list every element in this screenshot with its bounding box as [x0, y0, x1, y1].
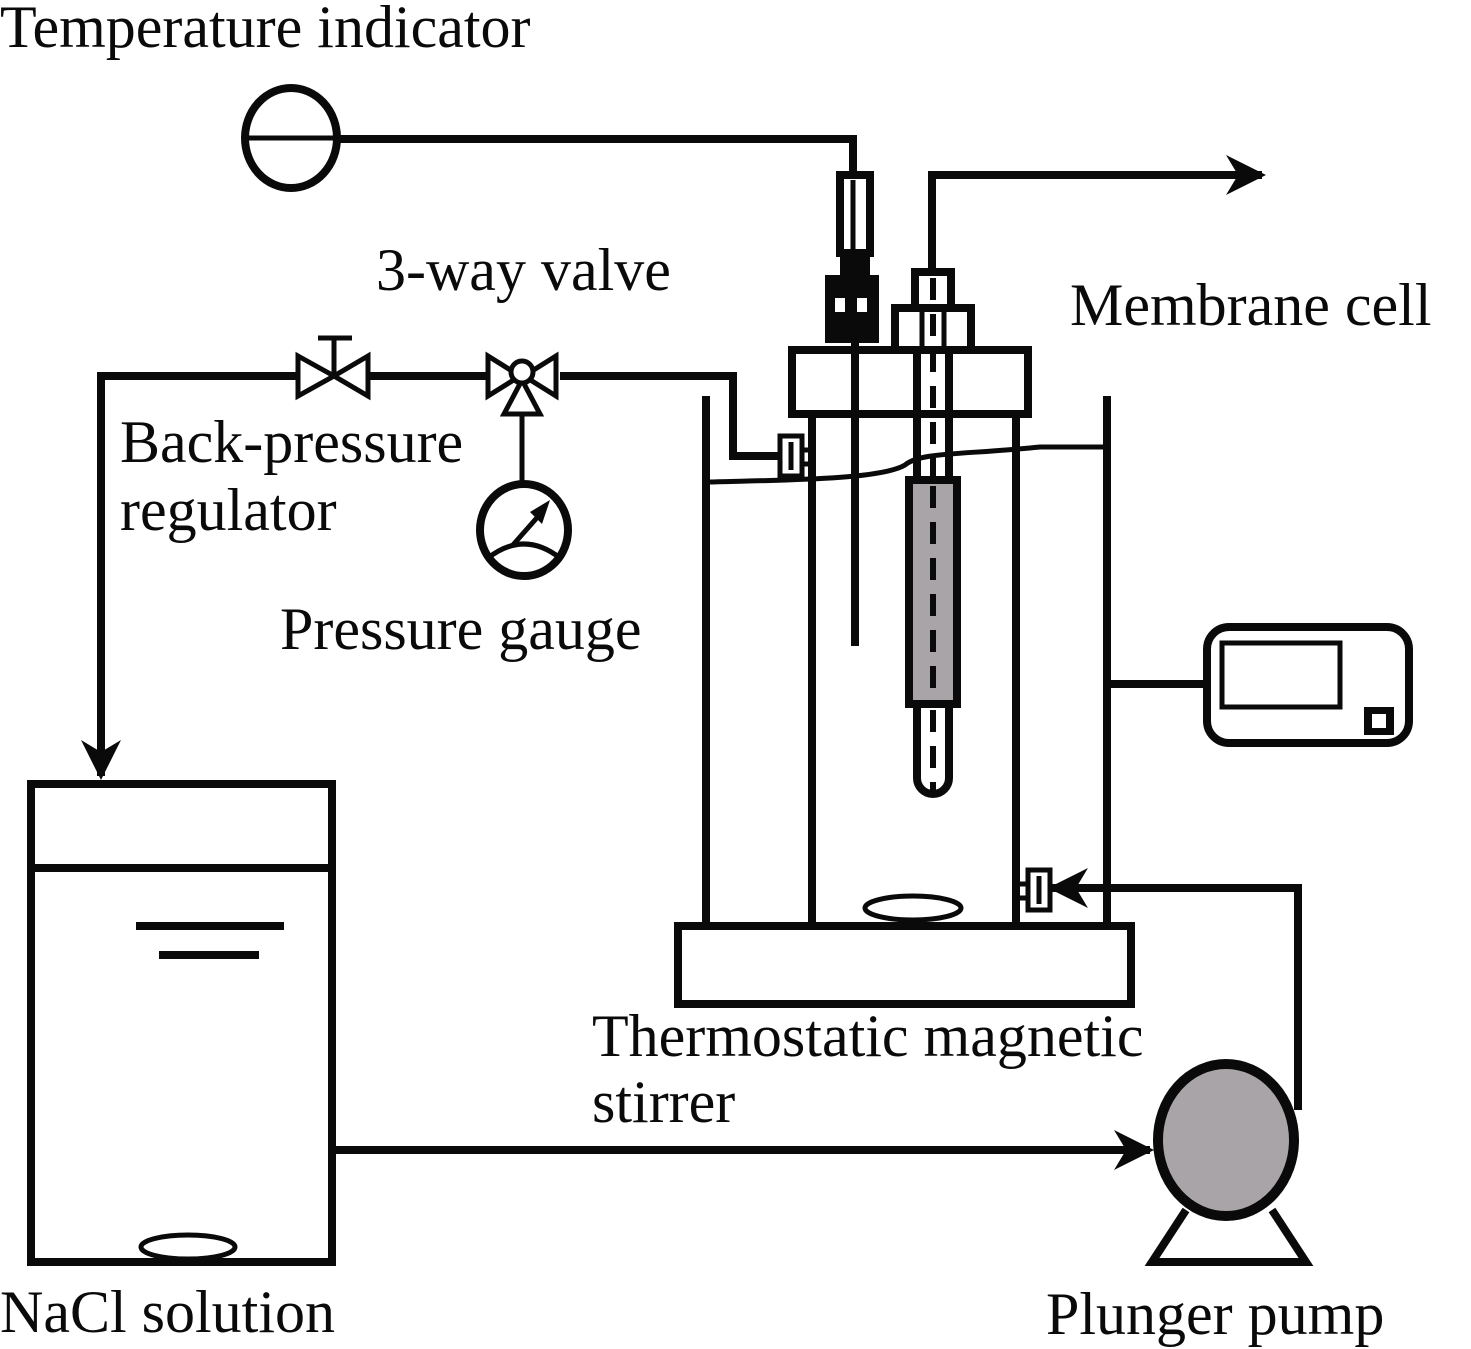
cell-inlet-port [1016, 867, 1053, 913]
temperature-indicator [241, 84, 341, 192]
thermostatic-magnetic-stirrer [674, 922, 1135, 1008]
stir-bar-tank [138, 1232, 238, 1262]
label-pressure-gauge: Pressure gauge [280, 596, 642, 662]
stir-bar-cell [862, 893, 964, 923]
membrane-tube-bottom [913, 704, 953, 798]
temperature-signal-line [337, 135, 857, 175]
three-way-valve-icon [508, 358, 536, 386]
membrane-cell-lid [788, 346, 1032, 418]
label-membrane-cell: Membrane cell [1070, 272, 1432, 338]
outlet-line-arrow [928, 155, 1266, 272]
label-back-pressure-line1: Back-pressure [120, 409, 463, 475]
back-pressure-regulator [295, 335, 371, 401]
pressure-gauge [476, 480, 572, 580]
pump-icon [1153, 1059, 1299, 1221]
label-stirrer-line1: Thermostatic magnetic [592, 1003, 1143, 1069]
label-back-pressure-line2: regulator [120, 477, 337, 543]
label-temperature-indicator: Temperature indicator [0, 0, 531, 60]
label-nacl-solution: NaCl solution [0, 1279, 335, 1345]
cell-to-valve-line [560, 372, 780, 460]
three-way-valve [485, 351, 559, 417]
controller-unit [1203, 623, 1413, 747]
cell-outlet-port [777, 433, 812, 479]
label-plunger-pump: Plunger pump [1046, 1281, 1384, 1347]
pump-stand [1144, 1207, 1314, 1266]
nacl-solution-tank [27, 780, 336, 1266]
label-stirrer-line2: stirrer [592, 1069, 735, 1135]
liquid-level-line [709, 444, 1105, 485]
plunger-pump [1144, 1059, 1314, 1266]
return-to-tank-line [81, 372, 298, 780]
pump-to-cell-line [1048, 868, 1302, 1110]
controller-screen [1219, 640, 1343, 710]
label-three-way-valve: 3-way valve [376, 237, 671, 303]
